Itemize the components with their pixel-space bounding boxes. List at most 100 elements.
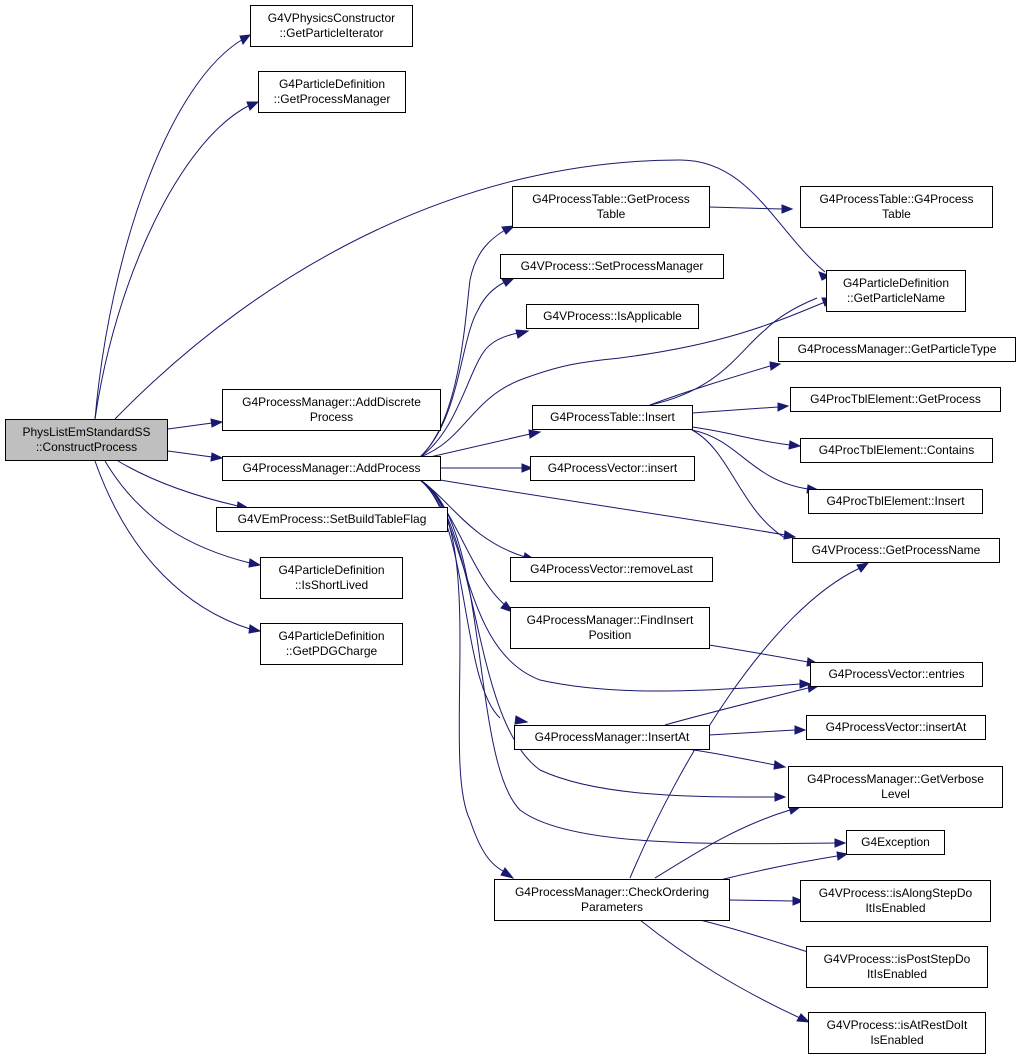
arrowhead: [796, 1013, 811, 1023]
edge-root-getparticleiterator: [94, 37, 246, 420]
node-checkorderingparameters[interactable]: G4ProcessManager::CheckOrdering Paramete…: [494, 879, 730, 921]
edge-addprocess-getprocesstable: [419, 229, 506, 458]
edge-addprocess-setprocessmanager: [419, 281, 506, 458]
node-label: G4VProcess::SetProcessManager: [520, 259, 704, 273]
arrowhead: [501, 225, 516, 235]
node-isapplicable[interactable]: G4VProcess::IsApplicable: [526, 304, 699, 329]
node-label: G4ProcessVector::entries: [828, 667, 965, 681]
node-insertat[interactable]: G4ProcessManager::InsertAt: [514, 725, 710, 750]
node-label: G4VProcess::isAtRestDoIt IsEnabled: [826, 1018, 968, 1047]
node-getparticleiterator[interactable]: G4VPhysicsConstructor ::GetParticleItera…: [250, 5, 413, 47]
node-label: G4ProcessTable::Insert: [550, 410, 675, 424]
node-getparticletype[interactable]: G4ProcessManager::GetParticleType: [778, 337, 1016, 362]
node-getprocessname[interactable]: G4VProcess::GetProcessName: [792, 538, 1000, 563]
node-label: G4ParticleDefinition ::GetProcessManager: [273, 77, 391, 106]
arrowhead: [856, 562, 870, 573]
edge-checkordering-ispoststep: [699, 919, 809, 953]
node-getprocessmanager[interactable]: G4ParticleDefinition ::GetProcessManager: [258, 71, 406, 113]
arrowhead: [788, 440, 802, 450]
edge-addprocess-ptinsert: [429, 433, 531, 458]
arrowhead: [248, 624, 262, 634]
arrowhead: [774, 792, 787, 802]
node-label: G4VPhysicsConstructor ::GetParticleItera…: [267, 11, 396, 40]
node-proctblelement-contains[interactable]: G4ProcTblElement::Contains: [800, 438, 993, 463]
node-setprocessmanager[interactable]: G4VProcess::SetProcessManager: [500, 254, 724, 279]
node-label: G4ProcTblElement::Insert: [826, 494, 965, 508]
edge-ptinsert-ptblinsert: [691, 429, 809, 490]
edge-getprocesstable-ctor: [708, 206, 783, 210]
arrowhead: [781, 204, 794, 214]
node-label: G4ProcessManager::AddDiscrete Process: [242, 395, 421, 424]
arrowhead: [515, 329, 530, 339]
node-label: G4ProcessVector::removeLast: [530, 562, 693, 576]
edge-findinsert-entries: [708, 644, 809, 663]
node-g4exception[interactable]: G4Exception: [846, 830, 945, 855]
arrowhead: [777, 402, 790, 412]
arrowhead: [794, 725, 807, 735]
node-ispoststepdoitisenabled[interactable]: G4VProcess::isPostStepDo ItIsEnabled: [806, 946, 988, 988]
node-removelast[interactable]: G4ProcessVector::removeLast: [510, 557, 713, 582]
node-getpdgcharge[interactable]: G4ParticleDefinition ::GetPDGCharge: [260, 623, 403, 665]
arrowhead: [769, 361, 782, 371]
node-setbuildtableflag[interactable]: G4VEmProcess::SetBuildTableFlag: [216, 507, 448, 532]
edge-checkordering-g4exception: [719, 855, 838, 881]
node-label: PhysListEmStandardSS ::ConstructProcess: [22, 425, 151, 454]
node-label: G4ProcessManager::InsertAt: [534, 730, 690, 744]
node-processtable-ctor[interactable]: G4ProcessTable::G4Process Table: [800, 186, 993, 228]
arrowhead: [210, 418, 224, 428]
node-getparticlename[interactable]: G4ParticleDefinition ::GetParticleName: [826, 270, 966, 312]
arrowhead: [792, 896, 805, 906]
arrowhead: [239, 34, 252, 46]
node-label: G4ProcessManager::GetParticleType: [797, 342, 997, 356]
node-getverboselevel[interactable]: G4ProcessManager::GetVerbose Level: [788, 766, 1003, 808]
node-label: G4Exception: [861, 835, 930, 849]
node-processtable-insert[interactable]: G4ProcessTable::Insert: [532, 405, 693, 430]
node-processvector-entries[interactable]: G4ProcessVector::entries: [810, 662, 983, 687]
node-label: G4VProcess::IsApplicable: [543, 309, 682, 323]
edge-addprocess-g4exception: [419, 479, 836, 845]
edge-ptinsert-getprocessname: [691, 429, 786, 539]
arrowhead: [521, 463, 534, 473]
node-getprocesstable[interactable]: G4ProcessTable::GetProcess Table: [512, 186, 710, 228]
node-label: G4ParticleDefinition ::GetParticleName: [842, 276, 950, 305]
edge-checkordering-isalongstep: [728, 899, 794, 902]
edge-ptinsert-getparticletype: [649, 365, 771, 406]
edge-root-adddiscreteprocess: [167, 422, 213, 430]
node-isalongstepdoitisenabled[interactable]: G4VProcess::isAlongStepDo ItIsEnabled: [800, 880, 991, 922]
edge-root-getprocessmanager: [94, 104, 251, 420]
arrowhead: [834, 838, 847, 848]
node-label: G4ParticleDefinition ::GetPDGCharge: [278, 629, 385, 658]
arrowhead: [501, 277, 516, 287]
edge-insertat-entries: [664, 687, 809, 726]
node-label: G4ProcTblElement::GetProcess: [810, 392, 981, 406]
arrowhead: [773, 760, 787, 770]
node-proctblelement-getprocess[interactable]: G4ProcTblElement::GetProcess: [790, 387, 1001, 412]
node-addprocess[interactable]: G4ProcessManager::AddProcess: [222, 456, 441, 481]
node-label: G4VEmProcess::SetBuildTableFlag: [237, 512, 427, 526]
edge-addprocess-isapplicable: [419, 332, 519, 458]
node-label: G4ProcessVector::insert: [547, 461, 678, 475]
arrowhead: [248, 558, 262, 568]
arrowhead: [528, 429, 542, 439]
node-proctblelement-insert[interactable]: G4ProcTblElement::Insert: [808, 489, 983, 514]
node-isatrestdoitisenabled[interactable]: G4VProcess::isAtRestDoIt IsEnabled: [808, 1012, 986, 1054]
edge-root-getpdgcharge: [94, 460, 251, 630]
edge-root-setbuildtableflag: [117, 460, 239, 507]
node-label: G4VProcess::isAlongStepDo ItIsEnabled: [818, 886, 973, 915]
edge-addprocess-checkordering: [419, 479, 506, 873]
node-label: G4ProcessVector::insertAt: [825, 720, 967, 734]
edge-checkordering-getprocessname: [629, 567, 861, 879]
edge-insertat-pvinsertat: [708, 729, 796, 736]
node-processvector-insertat[interactable]: G4ProcessVector::insertAt: [806, 715, 986, 740]
arrowhead: [210, 452, 224, 462]
node-findinsertposition[interactable]: G4ProcessManager::FindInsert Position: [510, 607, 710, 649]
node-label: G4ProcTblElement::Contains: [818, 443, 975, 457]
node-processvector-insert[interactable]: G4ProcessVector::insert: [530, 456, 695, 481]
arrowhead: [500, 867, 515, 879]
node-label: G4ProcessManager::AddProcess: [242, 461, 421, 475]
node-isshortlived[interactable]: G4ParticleDefinition ::IsShortLived: [260, 557, 403, 599]
node-adddiscreteprocess[interactable]: G4ProcessManager::AddDiscrete Process: [222, 389, 441, 431]
edge-addprocess-getprocessname: [439, 479, 786, 536]
arrowhead: [836, 851, 849, 861]
